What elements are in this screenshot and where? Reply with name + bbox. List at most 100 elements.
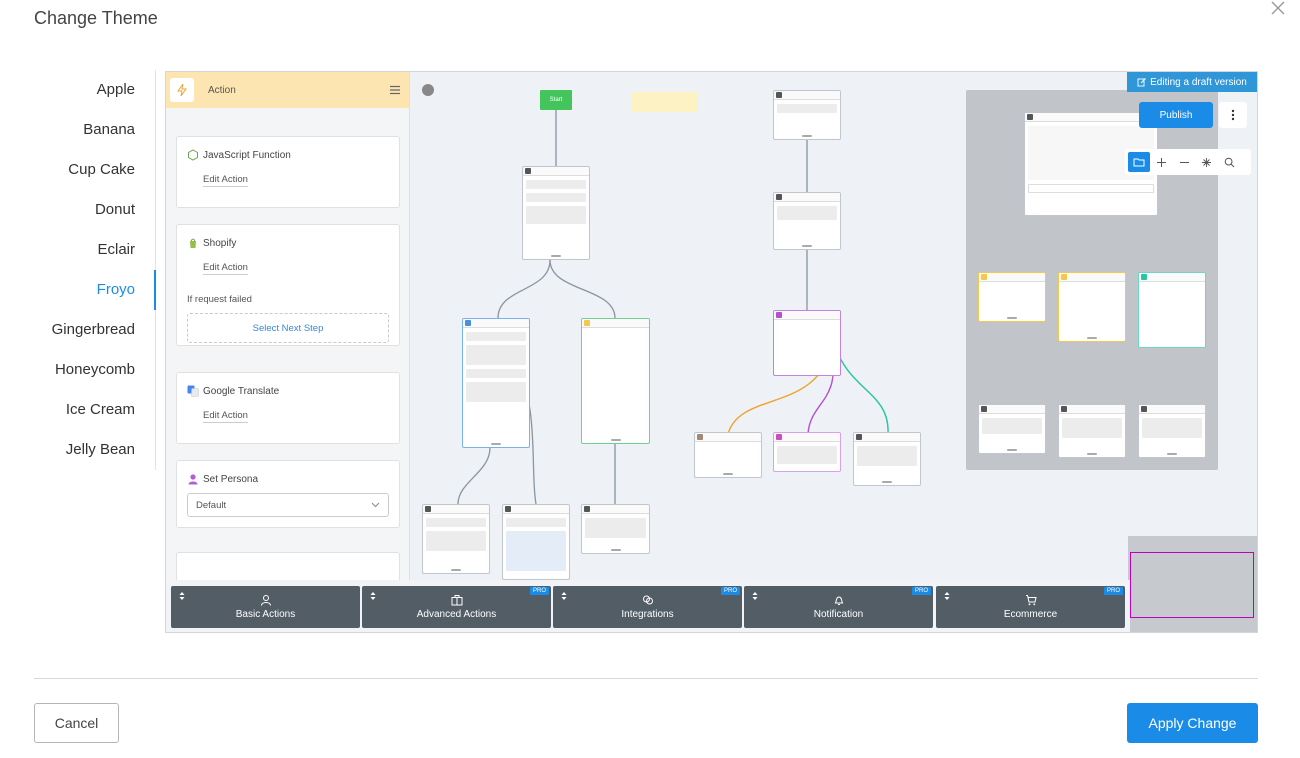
- theme-item-gingerbread[interactable]: Gingerbread: [51, 321, 135, 338]
- theme-item-eclair[interactable]: Eclair: [97, 241, 135, 258]
- google-translate-icon: [187, 385, 199, 397]
- theme-item-banana[interactable]: Banana: [83, 121, 135, 138]
- zoom-in-button[interactable]: [1151, 152, 1173, 172]
- question-node[interactable]: [462, 318, 530, 448]
- start-node[interactable]: Start: [540, 90, 572, 110]
- briefcase-icon: [451, 595, 462, 606]
- integrations-button[interactable]: PRO Integrations: [553, 586, 742, 628]
- apply-change-button[interactable]: Apply Change: [1127, 703, 1258, 743]
- javascript-edit-action-link[interactable]: Edit Action: [203, 174, 248, 187]
- persona-select[interactable]: Default: [187, 493, 389, 517]
- zoom-out-button[interactable]: [1173, 152, 1195, 172]
- integrations-label: Integrations: [621, 609, 674, 620]
- footer-divider: [34, 678, 1258, 679]
- request-failed-label: If request failed: [187, 294, 252, 305]
- send-message-node[interactable]: [1138, 404, 1206, 458]
- user-icon: [260, 595, 271, 606]
- ecommerce-button[interactable]: PRO Ecommerce: [936, 586, 1125, 628]
- set-persona-card: Set Persona Default: [176, 460, 400, 528]
- advanced-actions-label: Advanced Actions: [416, 609, 497, 620]
- theme-item-donut[interactable]: Donut: [94, 201, 135, 218]
- send-message-node[interactable]: [853, 432, 921, 486]
- condition-node[interactable]: [1138, 272, 1206, 348]
- minimap[interactable]: [1128, 536, 1257, 632]
- theme-preview: Action JavaScript Function Edit Action S…: [165, 71, 1258, 633]
- minus-icon: [1179, 161, 1189, 163]
- pro-badge: PRO: [529, 587, 549, 595]
- notification-button[interactable]: PRO Notification: [744, 586, 933, 628]
- send-message-node[interactable]: [522, 166, 590, 260]
- auto-arrange-button[interactable]: [1196, 152, 1218, 172]
- pro-badge: PRO: [1103, 587, 1123, 595]
- arrow-up-icon[interactable]: [422, 84, 434, 96]
- persona-select-value: Default: [196, 499, 227, 511]
- send-message-node[interactable]: [581, 504, 650, 554]
- fit-folder-button[interactable]: [1128, 152, 1150, 172]
- google-translate-title: Google Translate: [203, 385, 280, 397]
- action-node[interactable]: [978, 272, 1046, 322]
- note-node[interactable]: [632, 92, 698, 112]
- send-message-node[interactable]: [422, 504, 490, 574]
- set-custom-field-card: [176, 552, 400, 580]
- advanced-actions-button[interactable]: PRO Advanced Actions: [362, 586, 551, 628]
- nodejs-icon: [187, 149, 199, 161]
- search-button[interactable]: [1218, 152, 1240, 172]
- set-persona-title: Set Persona: [203, 473, 259, 485]
- sort-arrows-icon: [370, 592, 376, 600]
- basic-actions-label: Basic Actions: [235, 609, 296, 620]
- shopify-card: Shopify Edit Action If request failed Se…: [176, 224, 400, 346]
- sort-arrows-icon: [752, 592, 758, 600]
- translate-edit-action-link[interactable]: Edit Action: [203, 410, 248, 423]
- theme-item-honeycomb[interactable]: Honeycomb: [54, 361, 135, 378]
- cancel-button[interactable]: Cancel: [34, 703, 119, 743]
- side-panel-title: Action: [208, 84, 236, 96]
- basic-actions-button[interactable]: Basic Actions: [171, 586, 360, 628]
- select-next-step-button[interactable]: Select Next Step: [187, 313, 389, 343]
- sparkle-icon: [1202, 157, 1211, 167]
- flow-canvas[interactable]: Start: [410, 72, 1257, 580]
- action-node[interactable]: [1058, 272, 1126, 342]
- theme-item-froyo[interactable]: Froyo: [34, 270, 156, 310]
- plus-icon: [1157, 157, 1166, 167]
- more-options-button[interactable]: [1219, 102, 1247, 128]
- goal-node[interactable]: [773, 432, 841, 472]
- send-message-node[interactable]: [978, 404, 1046, 454]
- send-message-node[interactable]: [773, 90, 841, 140]
- shopify-edit-action-link[interactable]: Edit Action: [203, 262, 248, 275]
- modal-title: Change Theme: [34, 8, 158, 28]
- bolt-icon: [170, 78, 194, 102]
- conversion-node[interactable]: [773, 310, 841, 376]
- zoom-controls: [1125, 149, 1251, 175]
- hamburger-menu-icon[interactable]: [389, 85, 401, 95]
- theme-item-ice-cream[interactable]: Ice Cream: [65, 401, 135, 418]
- action-node[interactable]: [581, 318, 650, 444]
- close-icon: [1271, 1, 1285, 15]
- publish-button[interactable]: Publish: [1139, 102, 1213, 128]
- edit-icon: [1137, 78, 1146, 87]
- send-message-node[interactable]: [773, 192, 841, 250]
- send-email-node[interactable]: [694, 432, 762, 478]
- ecommerce-label: Ecommerce: [1003, 609, 1058, 620]
- sort-arrows-icon: [561, 592, 567, 600]
- editing-draft-badge: Editing a draft version: [1127, 72, 1257, 92]
- cart-icon: [1025, 595, 1037, 606]
- notification-label: Notification: [813, 609, 864, 620]
- minimap-viewport[interactable]: [1130, 552, 1254, 618]
- sort-arrows-icon: [179, 592, 185, 600]
- chevron-down-icon: [371, 502, 380, 508]
- theme-item-cup-cake[interactable]: Cup Cake: [68, 161, 135, 178]
- send-message-node[interactable]: [502, 504, 570, 580]
- folder-icon: [1133, 158, 1145, 167]
- theme-item-apple[interactable]: Apple: [96, 81, 135, 98]
- shopify-icon: [187, 237, 199, 249]
- send-message-node[interactable]: [1058, 404, 1126, 458]
- link-icon: [642, 595, 653, 605]
- shopify-title: Shopify: [203, 237, 237, 249]
- persona-icon: [187, 473, 199, 485]
- bell-icon: [834, 596, 843, 605]
- theme-item-jelly-bean[interactable]: Jelly Bean: [65, 441, 135, 458]
- side-panel-header: Action: [166, 72, 409, 108]
- close-button[interactable]: [1270, 0, 1290, 20]
- javascript-function-card: JavaScript Function Edit Action: [176, 136, 400, 208]
